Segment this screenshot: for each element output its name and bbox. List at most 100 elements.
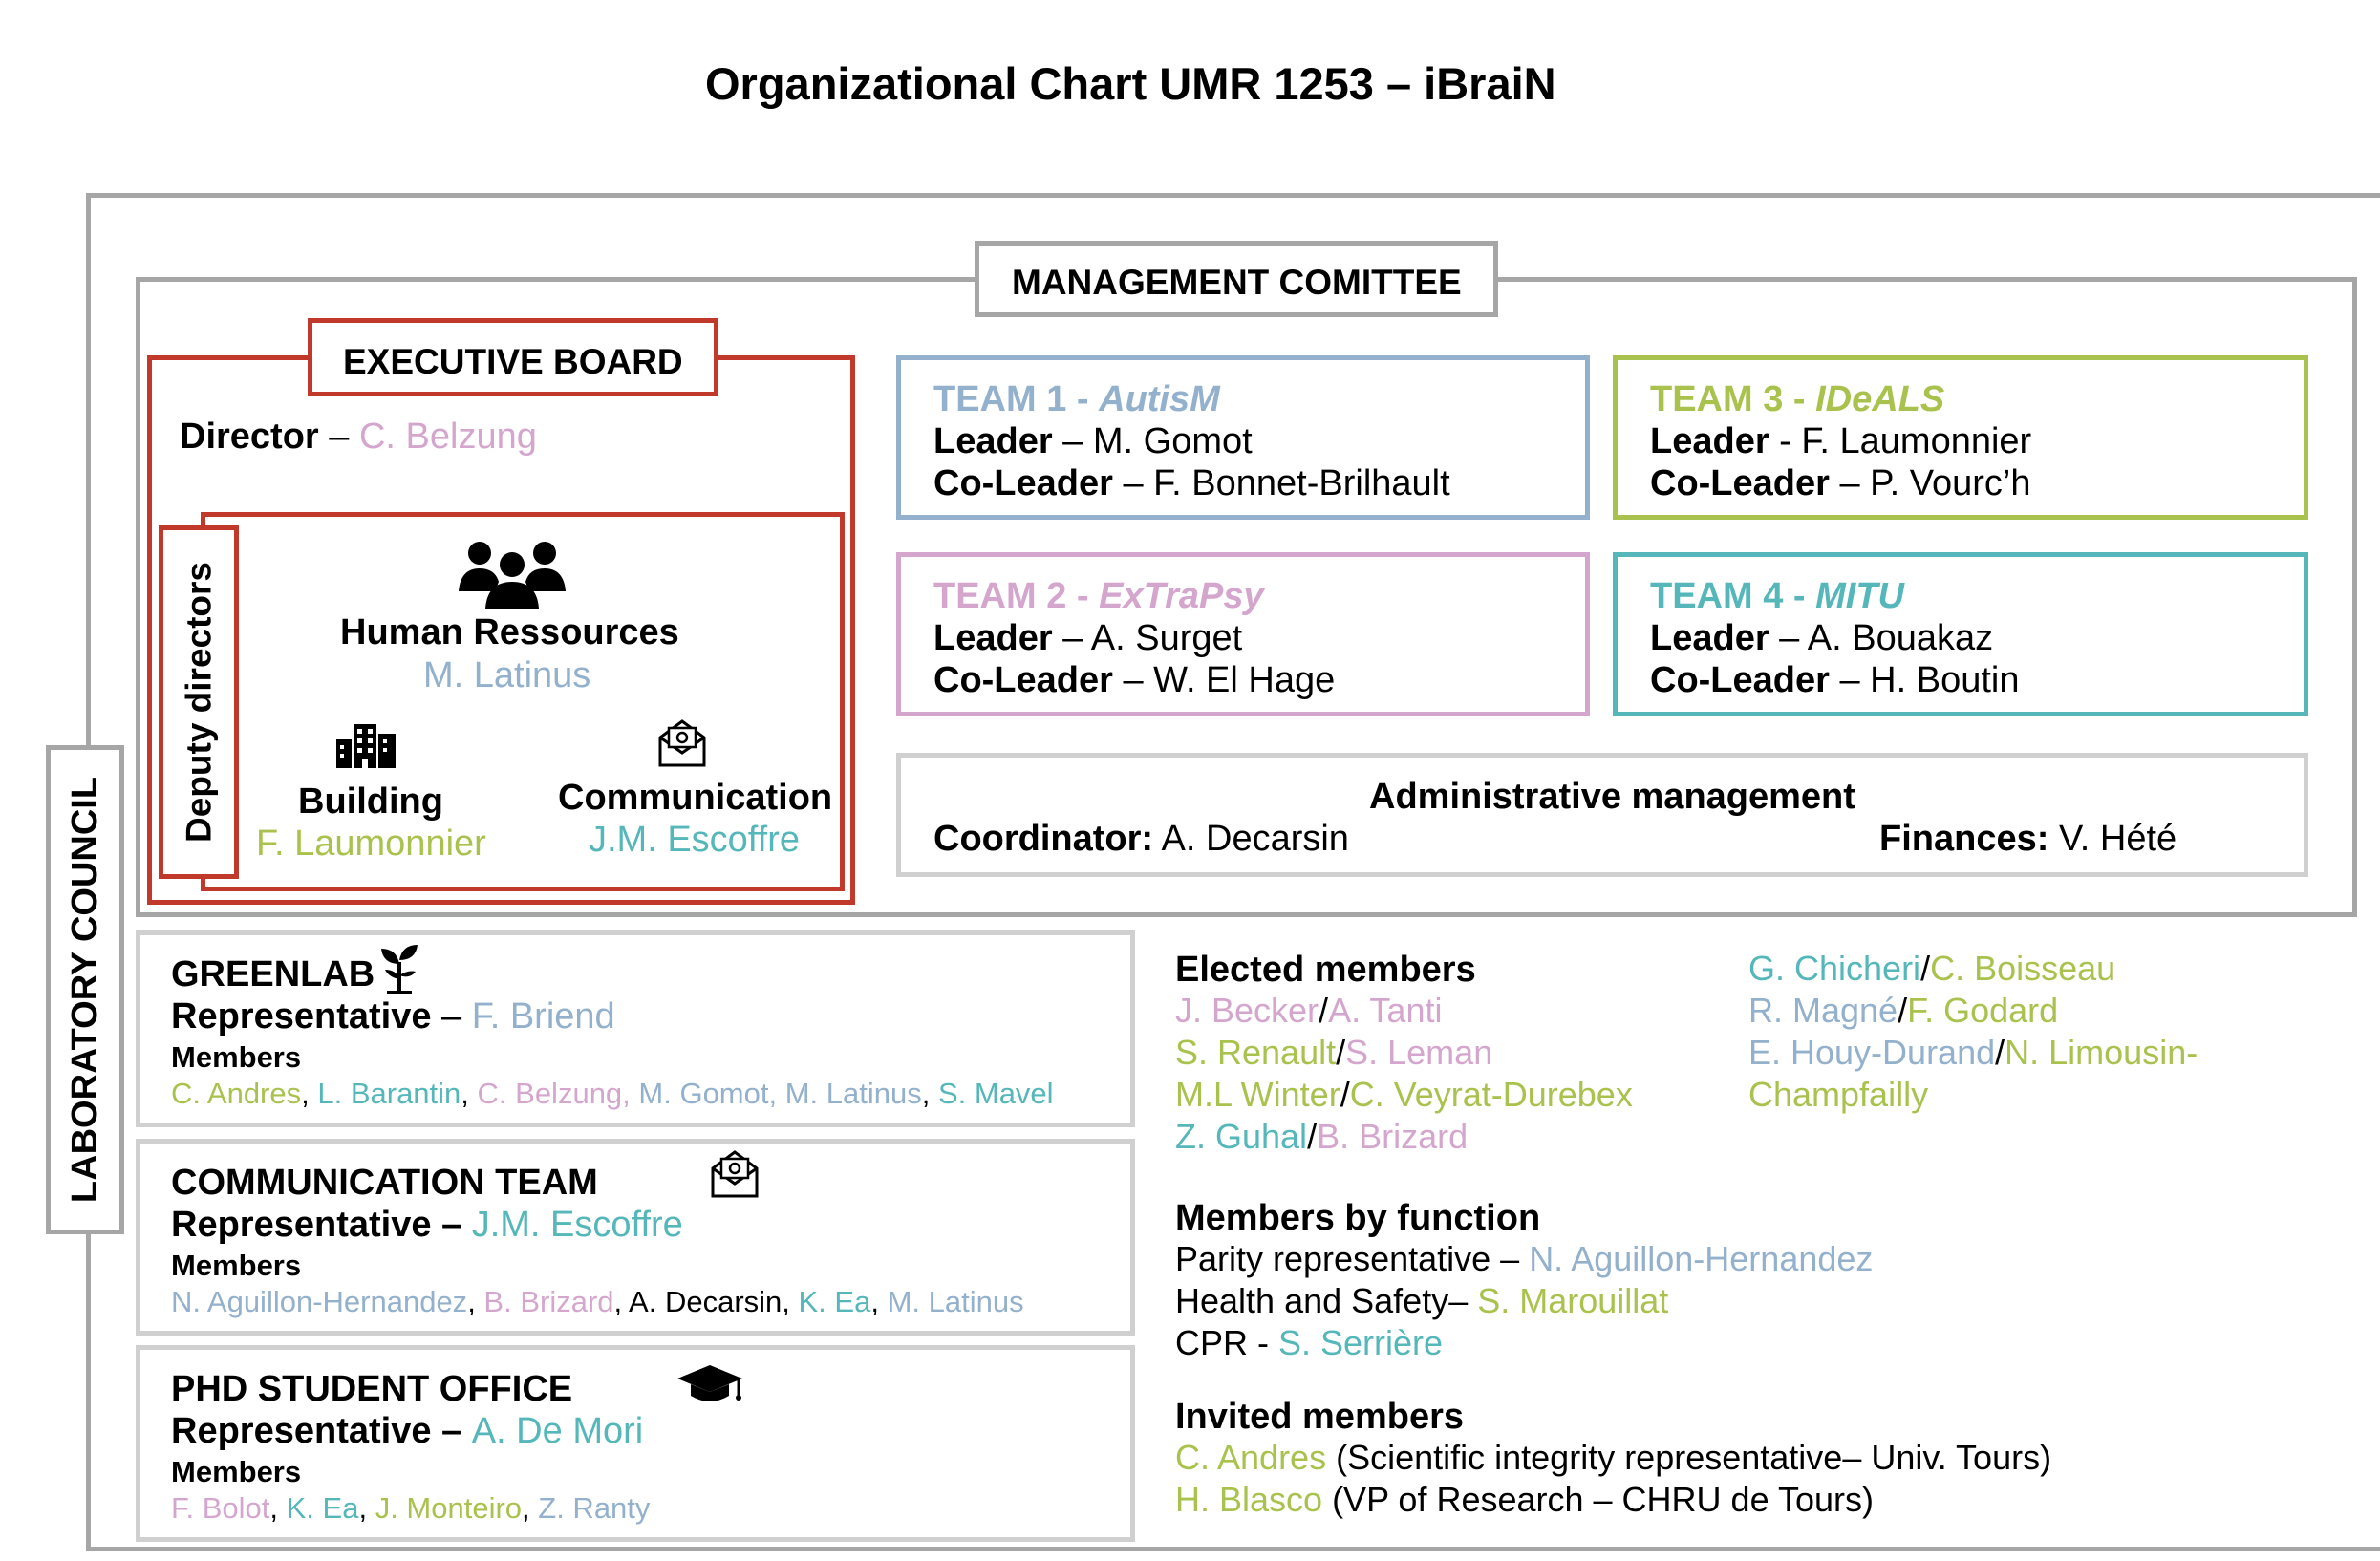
communication-team-members: N. Aguillon-Hernandez, B. Brizard, A. De… — [171, 1287, 1024, 1316]
text-segment: F. Godard — [1907, 991, 2059, 1030]
text-segment: Co-Leader — [933, 660, 1113, 700]
team-2-coleader: Co-Leader – W. El Hage — [933, 662, 1335, 698]
team-4-box: TEAM 4 - MITU Leader – A. Bouakaz Co-Lea… — [1613, 552, 2308, 716]
text-segment: S. Serrière — [1278, 1323, 1444, 1362]
text-segment: / — [1995, 1033, 2005, 1072]
text-segment: – H. Boutin — [1829, 660, 2020, 700]
text-segment: – A. Bouakaz — [1769, 618, 1994, 658]
deputy-directors-frame — [201, 512, 845, 891]
text-segment: Health and Safety– — [1175, 1281, 1478, 1320]
text-segment: B. Brizard — [1317, 1117, 1469, 1156]
text-segment: Champfailly — [1748, 1075, 1929, 1114]
text-segment: / — [1307, 1117, 1318, 1156]
members-by-function-title: Members by function — [1175, 1198, 1541, 1238]
text-segment: CPR - — [1175, 1323, 1278, 1362]
team-2-box: TEAM 2 - ExTraPsy Leader – A. Surget Co-… — [896, 552, 1590, 716]
text-segment: C. Andres — [171, 1077, 302, 1110]
text-segment: C. Boisseau — [1930, 949, 2116, 988]
director-name: C. Belzung — [358, 417, 537, 457]
team-4-coleader: Co-Leader – H. Boutin — [1650, 662, 2019, 698]
text-segment: M.L Winter — [1175, 1075, 1340, 1114]
text-segment: , — [522, 1491, 539, 1525]
invited-row: H. Blasco (VP of Research – CHRU de Tour… — [1175, 1483, 1874, 1517]
text-segment: K. Ea — [286, 1491, 359, 1525]
text-segment: N. Aguillon-Hernandez — [171, 1285, 468, 1318]
team-2-title: TEAM 2 - ExTraPsy — [933, 578, 1264, 614]
team-4-title: TEAM 4 - MITU — [1650, 578, 1904, 614]
text-segment: A. Decarsin — [1153, 819, 1349, 859]
team-1-title: TEAM 1 - AutisM — [933, 381, 1220, 417]
text-segment: Z. Ranty — [538, 1491, 651, 1525]
text-segment: , — [921, 1077, 938, 1110]
text-segment: S. Mavel — [937, 1077, 1054, 1110]
text-segment: Leader — [933, 618, 1053, 658]
text-segment: Parity representative – — [1175, 1239, 1530, 1278]
phd-office-box: PHD STUDENT OFFICE Representative – A. D… — [136, 1345, 1135, 1542]
elected-member-row: Champfailly — [1748, 1078, 1928, 1112]
text-segment: N. Aguillon-Hernandez — [1529, 1239, 1874, 1278]
text-segment: , — [461, 1077, 478, 1110]
communication-team-members-label: Members — [171, 1249, 302, 1282]
text-segment: Leader — [1650, 421, 1769, 461]
text-segment: Co-Leader — [1650, 660, 1830, 700]
function-row: CPR - S. Serrière — [1175, 1326, 1443, 1360]
team-2-name: ExTraPsy — [1099, 576, 1264, 616]
text-segment: A. Tanti — [1328, 991, 1443, 1030]
text-segment: Co-Leader — [933, 463, 1113, 503]
text-segment: Finances: — [1879, 819, 2049, 859]
hr-name: M. Latinus — [423, 655, 591, 695]
function-row: Parity representative – N. Aguillon-Hern… — [1175, 1242, 1873, 1276]
greenlab-members: C. Andres, L. Barantin, C. Belzung, M. G… — [171, 1079, 1054, 1108]
building-name: F. Laumonnier — [256, 823, 486, 864]
text-segment: S. Leman — [1345, 1033, 1493, 1072]
building-icon — [336, 724, 396, 768]
text-segment: G. Chicheri — [1748, 949, 1921, 988]
text-segment: TEAM 4 - — [1650, 576, 1816, 616]
invited-members-title: Invited members — [1175, 1397, 1464, 1437]
text-segment: Leader — [933, 421, 1053, 461]
team-3-box: TEAM 3 - IDeALS Leader - F. Laumonnier C… — [1613, 355, 2308, 520]
communication-title: Communication — [558, 778, 833, 818]
invited-row: C. Andres (Scientific integrity represen… — [1175, 1441, 2051, 1475]
text-segment: A. De Mori — [471, 1411, 644, 1451]
text-segment: / — [1898, 991, 1908, 1030]
team-3-leader: Leader - F. Laumonnier — [1650, 423, 2031, 460]
text-segment: , — [358, 1491, 375, 1525]
envelope-at-icon — [711, 1150, 759, 1198]
greenlab-title: GREENLAB — [171, 954, 375, 994]
text-segment: M. Gomot, M. Latinus — [638, 1077, 922, 1110]
admin-finances: Finances: V. Hété — [1879, 821, 2176, 857]
text-segment: / — [1336, 1033, 1346, 1072]
text-segment: Representative – — [171, 1205, 472, 1245]
director-sep: – — [318, 417, 359, 457]
elected-member-row: E. Houy-Durand/N. Limousin- — [1748, 1036, 2198, 1070]
communication-team-box: COMMUNICATION TEAM Representative – J.M.… — [136, 1139, 1135, 1336]
elected-member-row: J. Becker/A. Tanti — [1175, 994, 1442, 1028]
text-segment: / — [1340, 1075, 1350, 1114]
text-segment: TEAM 2 - — [933, 576, 1100, 616]
text-segment: H. Blasco — [1175, 1480, 1323, 1519]
sprout-icon — [381, 945, 418, 994]
phd-office-members-label: Members — [171, 1455, 302, 1488]
greenlab-representative: Representative – F. Briend — [171, 998, 615, 1035]
text-segment: J. Monteiro — [375, 1491, 523, 1525]
director-line: Director – C. Belzung — [180, 418, 537, 455]
admin-coordinator: Coordinator: A. Decarsin — [933, 821, 1349, 857]
text-segment: F. Bolot — [171, 1491, 270, 1525]
function-row: Health and Safety– S. Marouillat — [1175, 1284, 1668, 1318]
elected-member-row: G. Chicheri/C. Boisseau — [1748, 952, 2115, 986]
laboratory-council-label: LABORATORY COUNCIL — [65, 776, 105, 1204]
team-3-coleader: Co-Leader – P. Vourc’h — [1650, 465, 2030, 502]
deputy-directors-label: Deputy directors — [179, 561, 219, 844]
text-segment: – W. El Hage — [1112, 660, 1336, 700]
text-segment: C. Andres — [1175, 1438, 1327, 1477]
text-segment: – A. Surget — [1052, 618, 1243, 658]
building-title: Building — [298, 781, 443, 822]
communication-name: J.M. Escoffre — [589, 820, 801, 860]
elected-member-row: M.L Winter/C. Veyrat-Durebex — [1175, 1078, 1633, 1112]
text-segment: Z. Guhal — [1175, 1117, 1308, 1156]
team-3-title: TEAM 3 - IDeALS — [1650, 381, 1944, 417]
text-segment: TEAM 3 - — [1650, 379, 1816, 419]
text-segment: Co-Leader — [1650, 463, 1830, 503]
